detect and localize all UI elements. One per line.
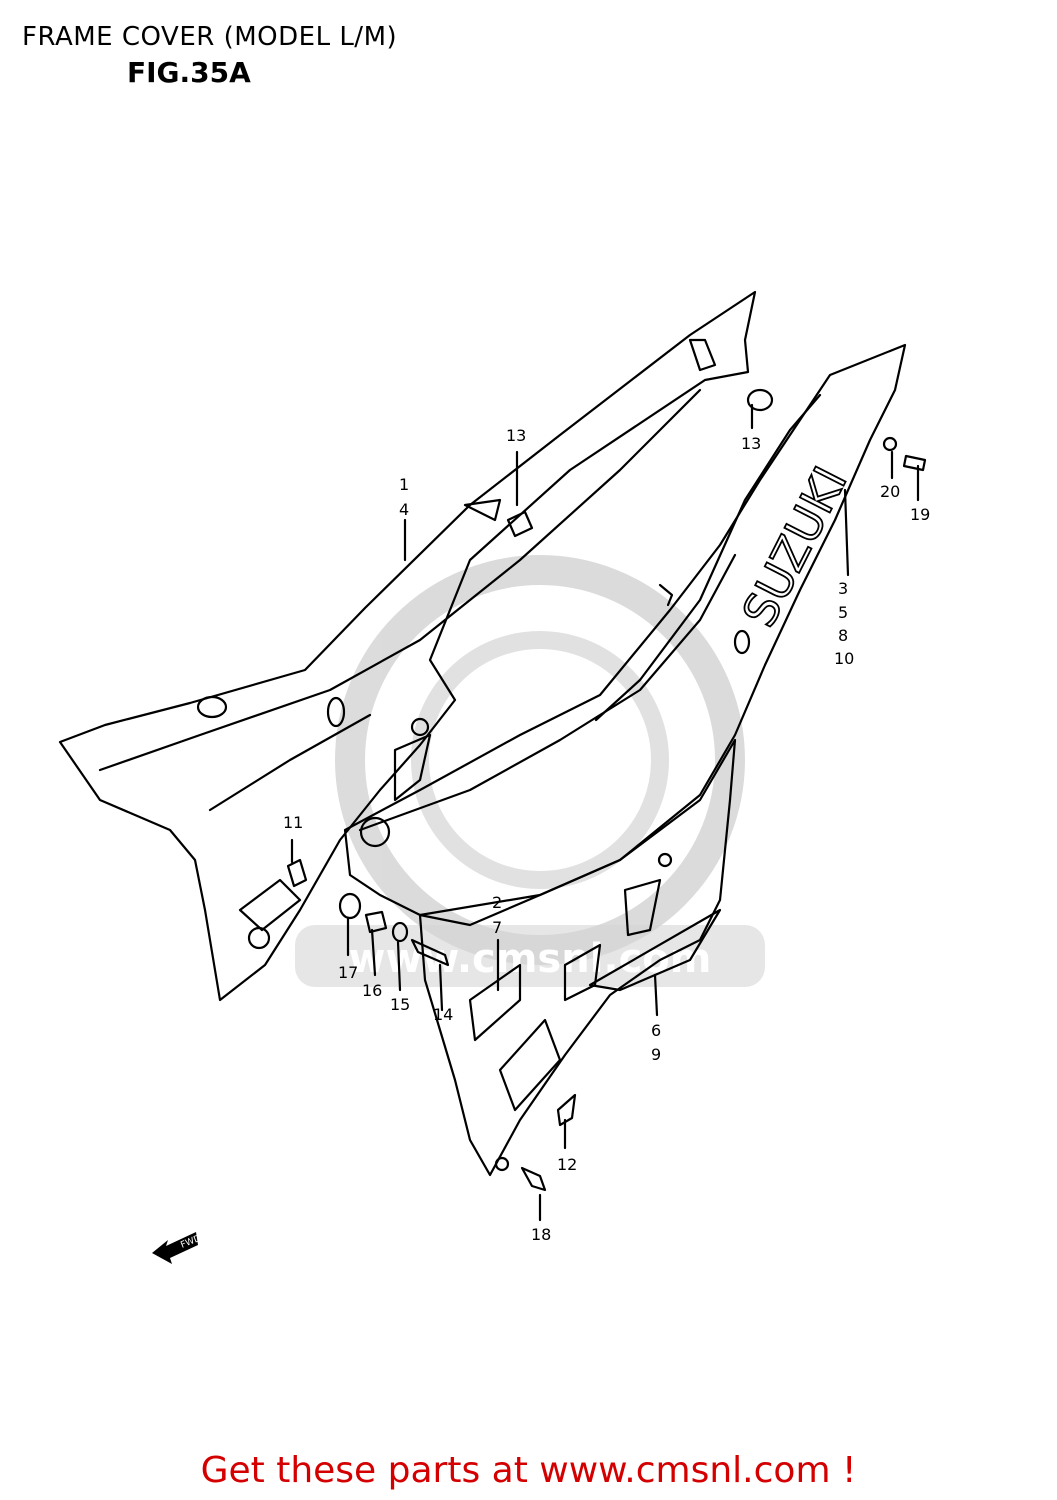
part-label: 14 bbox=[433, 1005, 453, 1024]
fwd-arrow-icon: FWD bbox=[152, 1232, 203, 1264]
part-label: 12 bbox=[557, 1155, 577, 1174]
part-label: 15 bbox=[390, 995, 410, 1014]
left-frame-cover bbox=[58, 290, 757, 1002]
part-label: 18 bbox=[531, 1225, 551, 1244]
part-label: 13 bbox=[506, 426, 526, 445]
part-label: 20 bbox=[880, 482, 900, 501]
part-labels: 1 4 13 13 20 19 3 5 8 10 11 2 7 17 16 15… bbox=[283, 426, 930, 1244]
lower-side-cover bbox=[418, 738, 737, 1177]
right-frame-cover bbox=[343, 343, 907, 927]
part-label: 5 bbox=[838, 603, 848, 622]
part-label: 1 bbox=[399, 475, 409, 494]
part-label: 16 bbox=[362, 981, 382, 1000]
part-label: 17 bbox=[338, 963, 358, 982]
part-label: 9 bbox=[651, 1045, 661, 1064]
parts-diagram: www.cmsnl.com bbox=[58, 290, 930, 1264]
part-label: 11 bbox=[283, 813, 303, 832]
part-label: 19 bbox=[910, 505, 930, 524]
part-label: 3 bbox=[838, 579, 848, 598]
part-label: 2 bbox=[492, 893, 502, 912]
part-label: 4 bbox=[399, 500, 409, 519]
part-label: 8 bbox=[838, 626, 848, 645]
watermark-logo: www.cmsnl.com bbox=[295, 555, 765, 987]
figure-number: FIG.35A bbox=[127, 56, 251, 89]
part-label: 13 bbox=[741, 434, 761, 453]
part-label: 7 bbox=[492, 918, 502, 937]
cta-link[interactable]: Get these parts at www.cmsnl.com ! bbox=[200, 1450, 857, 1491]
part-label: 10 bbox=[834, 649, 854, 668]
watermark-url: www.cmsnl.com bbox=[349, 936, 712, 982]
diagram-title: FRAME COVER (MODEL L/M) bbox=[22, 22, 398, 52]
part-label: 6 bbox=[651, 1021, 661, 1040]
